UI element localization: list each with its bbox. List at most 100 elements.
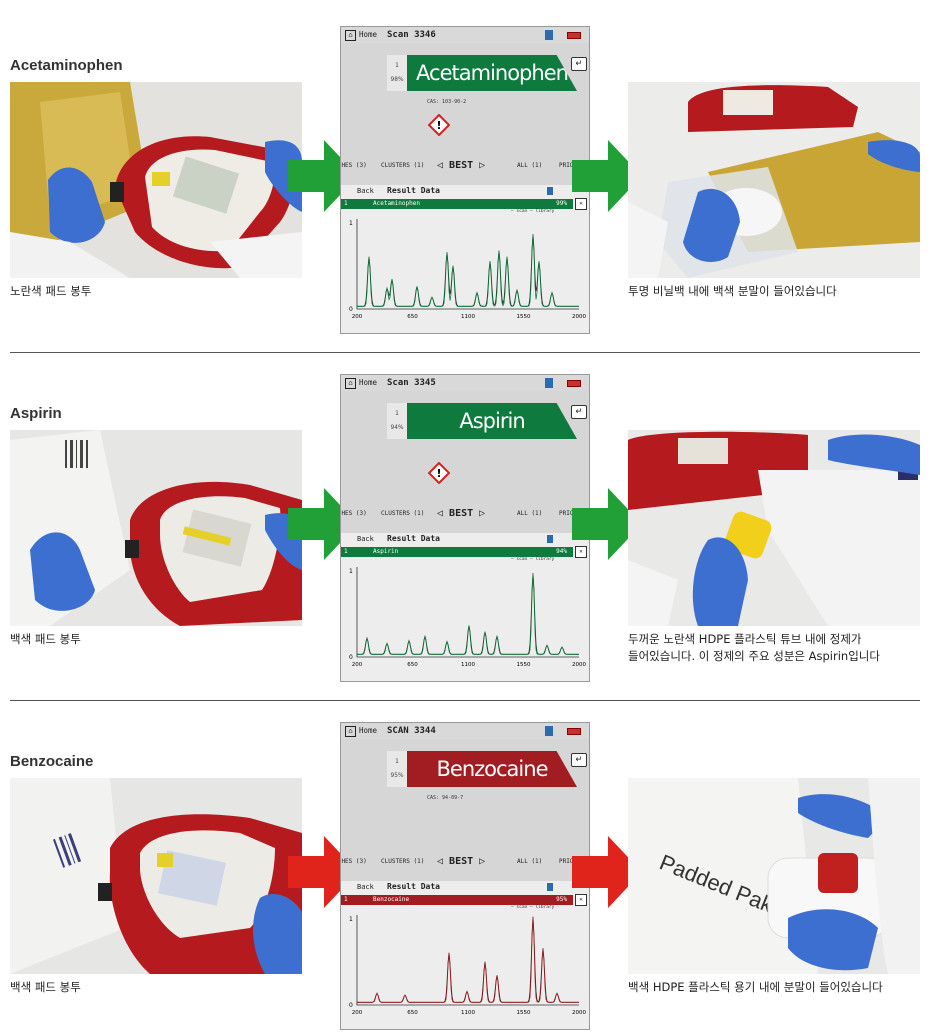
- check-icon[interactable]: ↵: [571, 753, 587, 767]
- left-caption: 백색 패드 봉투: [10, 632, 81, 646]
- result-title: Result Data: [387, 882, 440, 891]
- right-caption: 두꺼운 노란색 HDPE 플라스틱 튜브 내에 정제가 들어있습니다. 이 정제…: [628, 632, 880, 663]
- tab-best[interactable]: ◁ BEST ▷: [437, 160, 486, 171]
- tab-prior[interactable]: PRIOR: [559, 858, 578, 865]
- tab-all[interactable]: ALL (1): [517, 858, 543, 865]
- close-icon[interactable]: ✕: [575, 546, 587, 558]
- tab-best[interactable]: ◁ BEST ▷: [437, 508, 486, 519]
- check-icon[interactable]: ↵: [571, 57, 587, 71]
- cas-number: CAS: 94-09-7: [427, 795, 464, 801]
- x-tick-label: 1100: [461, 314, 475, 320]
- result-tabs: MATCHES (3) CLUSTERS (1) ◁ BEST ▷ ALL (1…: [341, 855, 589, 869]
- scan-series-line: [356, 234, 579, 309]
- tab-all[interactable]: ALL (1): [517, 162, 543, 169]
- photo-yellow-tube: [628, 430, 920, 626]
- x-tick-label: 1100: [461, 662, 475, 668]
- row-acetaminophen: Acetaminophen 노란색 패드 봉투 ⌂ Home Scan 3346: [0, 0, 940, 353]
- scan-series-line: [356, 916, 579, 1005]
- result-title: Result Data: [387, 534, 440, 543]
- tab-best[interactable]: ◁ BEST ▷: [437, 856, 486, 867]
- tab-matches[interactable]: MATCHES (3): [341, 510, 367, 517]
- tab-clusters[interactable]: CLUSTERS (1): [381, 162, 425, 169]
- tab-prior[interactable]: PRIOR: [559, 162, 578, 169]
- plot-axis: [356, 567, 579, 658]
- left-caption: 백색 패드 봉투: [10, 980, 81, 994]
- scan-label: Scan 3345: [387, 378, 436, 388]
- home-icon[interactable]: ⌂: [345, 726, 356, 737]
- result-tabs: MATCHES (3) CLUSTERS (1) ◁ BEST ▷ ALL (1…: [341, 159, 589, 173]
- x-tick-label: 200: [352, 662, 363, 668]
- arrow-right-icon: [572, 140, 642, 212]
- arrow-right-icon: [572, 836, 642, 908]
- photo-white-powder-bag: [628, 82, 920, 278]
- usb-icon: [545, 30, 553, 40]
- result-bar[interactable]: 1 Benzocaine 95%: [341, 895, 573, 905]
- scan-screen: ⌂ Home Scan 3345 194% Aspirin ↵ ! MATCHE…: [340, 374, 590, 682]
- hazard-icon: !: [428, 114, 450, 136]
- scan-label: SCAN 3344: [387, 726, 436, 736]
- right-caption: 투명 비닐백 내에 백색 분말이 들어있습니다: [628, 284, 837, 298]
- screen-topbar: ⌂ Home Scan 3345: [341, 375, 589, 391]
- tab-prior[interactable]: PRIOR: [559, 510, 578, 517]
- y-tick-label: 0: [349, 654, 353, 661]
- battery-icon: [567, 32, 581, 39]
- tab-matches[interactable]: MATCHES (3): [341, 858, 367, 865]
- hazard-icon: !: [428, 462, 450, 484]
- tab-matches[interactable]: MATCHES (3): [341, 162, 367, 169]
- cas-number: CAS: 103-90-2: [427, 99, 467, 105]
- result-bar[interactable]: 1 Acetaminophen 99%: [341, 199, 573, 209]
- check-icon[interactable]: ↵: [571, 405, 587, 419]
- home-icon[interactable]: ⌂: [345, 30, 356, 41]
- usb-icon: [545, 378, 553, 388]
- row-title: Benzocaine: [10, 753, 94, 770]
- photo-device-white-envelope: [10, 778, 302, 974]
- spectrum-legend: — scan — library: [511, 209, 555, 214]
- row-title: Acetaminophen: [10, 57, 123, 74]
- x-tick-label: 1550: [517, 314, 531, 320]
- x-tick-label: 650: [407, 1010, 418, 1016]
- battery-icon: [567, 728, 581, 735]
- tab-clusters[interactable]: CLUSTERS (1): [381, 858, 425, 865]
- back-button[interactable]: Back: [357, 187, 374, 195]
- library-series-line: [356, 234, 579, 309]
- result-data-panel: Back Result Data 1 Benzocaine 95% ✕ — sc…: [341, 881, 589, 1029]
- result-data-panel: Back Result Data 1 Aspirin 94% ✕ — scan …: [341, 533, 589, 681]
- back-button[interactable]: Back: [357, 883, 374, 891]
- result-bar[interactable]: 1 Aspirin 94%: [341, 547, 573, 557]
- usb-icon: [545, 726, 553, 736]
- left-caption: 노란색 패드 봉투: [10, 284, 92, 298]
- divider: [10, 700, 920, 701]
- usb-icon: [547, 187, 553, 195]
- home-label[interactable]: Home: [359, 378, 378, 387]
- close-icon[interactable]: ✕: [575, 894, 587, 906]
- library-series-line: [356, 573, 579, 657]
- y-tick-label: 1: [349, 220, 353, 227]
- tab-all[interactable]: ALL (1): [517, 510, 543, 517]
- y-tick-label: 0: [349, 1002, 353, 1009]
- usb-icon: [547, 883, 553, 891]
- tab-clusters[interactable]: CLUSTERS (1): [381, 510, 425, 517]
- arrow-right-icon: [572, 488, 642, 560]
- home-label[interactable]: Home: [359, 726, 378, 735]
- back-button[interactable]: Back: [357, 535, 374, 543]
- x-tick-label: 2000: [572, 1010, 586, 1016]
- home-icon[interactable]: ⌂: [345, 378, 356, 389]
- home-label[interactable]: Home: [359, 30, 378, 39]
- row-title: Aspirin: [10, 405, 62, 422]
- photo-device-white-envelope: [10, 430, 302, 626]
- compound-name: Aspirin: [407, 403, 577, 439]
- photo-device-yellow-envelope: [10, 82, 302, 278]
- close-icon[interactable]: ✕: [575, 198, 587, 210]
- photo-white-bottle: Padded Pak: [628, 778, 920, 974]
- screen-topbar: ⌂ Home Scan 3346: [341, 27, 589, 43]
